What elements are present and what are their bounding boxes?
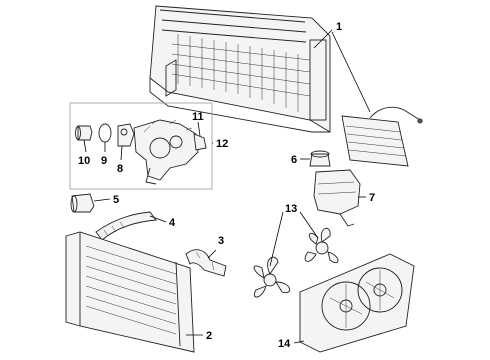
callout-6: 6 [291,154,297,166]
callout-13: 13 [285,203,297,215]
callout-12: 12 [216,138,228,150]
callout-14: 14 [278,338,291,350]
callout-3: 3 [218,235,224,247]
callout-5: 5 [113,194,119,206]
leader-lines [83,29,371,344]
callout-11: 11 [192,111,204,123]
radiator [65,231,195,353]
gasket [98,123,112,143]
leader-10 [83,139,87,153]
callout-10: 10 [78,155,90,167]
fan-left [253,256,291,298]
callout-8: 8 [117,163,123,175]
leader-3 [207,249,217,259]
fan-right [304,227,339,264]
callout-7: 7 [369,192,375,204]
hose-fitting [70,193,95,213]
grille-shutter-assembly [149,5,331,133]
leader-1a [313,29,333,49]
leader-8 [120,145,123,161]
callout-9: 9 [101,155,107,167]
water-pump-inset-frame [69,102,213,190]
lower-radiator-hose [185,249,227,277]
fan-shroud [299,253,415,353]
leader-4 [149,215,167,223]
fitting-plug [75,125,93,141]
reservoir-cap [309,150,331,167]
shutter-module [341,106,423,167]
leader-1b [331,31,371,113]
coolant-reservoir [313,169,361,227]
bypass-fitting [117,123,135,147]
callout-4: 4 [169,217,176,229]
leader-14 [293,340,305,344]
callout-1: 1 [336,21,342,33]
sensor [193,133,207,151]
upper-radiator-hose [95,211,157,241]
leader-5 [93,198,111,202]
water-pump-housing [133,119,199,185]
leader-13 [269,211,319,267]
callout-labels: 1 2 3 4 5 6 7 8 9 10 11 12 13 14 [78,21,375,350]
callout-2: 2 [206,330,212,342]
leader-11 [197,121,201,137]
